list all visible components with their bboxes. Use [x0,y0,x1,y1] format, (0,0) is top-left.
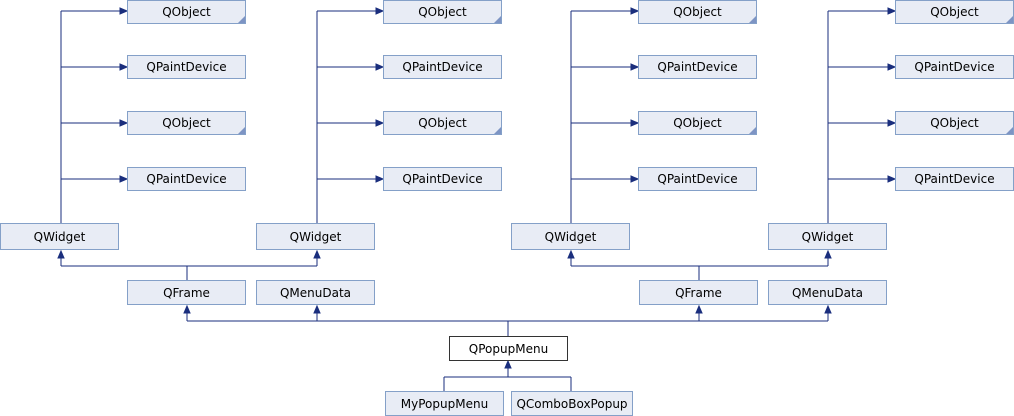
node-corner [238,127,245,134]
class-node-qframe[interactable]: QFrame [639,280,758,305]
edge-arrowhead [504,359,512,369]
node-label: QObject [930,116,979,130]
edge-arrowhead [630,175,640,183]
edge-arrowhead [313,304,321,314]
class-node-qobject[interactable]: QObject [383,0,502,24]
node-corner [1006,127,1013,134]
node-label: MyPopupMenu [400,396,489,411]
node-label: QMenuData [791,285,864,300]
edge-arrowhead [887,63,897,71]
node-label: QObject [418,5,467,19]
edge-arrowhead [119,63,129,71]
edge-arrowhead [375,7,385,15]
node-corner [749,16,756,23]
class-node-qwidget[interactable]: QWidget [256,223,375,250]
node-corner [1006,16,1013,23]
class-node-qpaintdevice[interactable]: QPaintDevice [638,55,757,79]
class-node-qobject[interactable]: QObject [127,111,246,135]
node-label: QWidget [544,229,597,244]
edge-arrowhead [313,249,321,259]
node-label: QPaintDevice [914,172,995,186]
node-label: QPopupMenu [468,341,549,356]
node-label: QObject [930,5,979,19]
edge-arrowhead [119,175,129,183]
edge-arrowhead [183,304,191,314]
edge-arrowhead [887,175,897,183]
class-node-qobject[interactable]: QObject [127,0,246,24]
node-label: QPaintDevice [402,172,483,186]
edge-arrowhead [887,119,897,127]
edge-arrowhead [824,249,832,259]
node-label: QObject [673,5,722,19]
class-node-qmenudata[interactable]: QMenuData [768,280,887,305]
node-label: QWidget [33,229,86,244]
node-label: QPaintDevice [657,172,738,186]
node-label: QPaintDevice [402,60,483,74]
class-node-qpopupmenu: QPopupMenu [449,336,568,361]
edge-arrowhead [119,119,129,127]
node-label: QObject [162,5,211,19]
node-label: QPaintDevice [914,60,995,74]
class-node-qpaintdevice[interactable]: QPaintDevice [638,167,757,191]
class-node-qmenudata[interactable]: QMenuData [256,280,375,305]
node-label: QPaintDevice [146,60,227,74]
node-label: QPaintDevice [657,60,738,74]
edge-arrowhead [630,63,640,71]
edge-arrowhead [375,175,385,183]
edge-arrowhead [119,7,129,15]
node-label: QComboBoxPopup [516,396,628,411]
class-node-qwidget[interactable]: QWidget [768,223,887,250]
class-node-qwidget[interactable]: QWidget [0,223,119,250]
node-corner [494,127,501,134]
edge-arrowhead [375,63,385,71]
edge-arrowhead [375,119,385,127]
class-node-qobject[interactable]: QObject [638,111,757,135]
class-node-qpaintdevice[interactable]: QPaintDevice [383,167,502,191]
node-corner [749,127,756,134]
node-label: QObject [673,116,722,130]
class-node-qpaintdevice[interactable]: QPaintDevice [895,55,1014,79]
edge-arrowhead [630,119,640,127]
edge-arrowhead [887,7,897,15]
class-node-qobject[interactable]: QObject [383,111,502,135]
node-label: QPaintDevice [146,172,227,186]
class-node-qpaintdevice[interactable]: QPaintDevice [383,55,502,79]
class-node-qwidget[interactable]: QWidget [511,223,630,250]
edge-arrowhead [824,304,832,314]
node-corner [494,16,501,23]
node-label: QObject [162,116,211,130]
edge-arrowhead [57,249,65,259]
class-node-qpaintdevice[interactable]: QPaintDevice [895,167,1014,191]
edge-arrowhead [567,249,575,259]
class-node-qobject[interactable]: QObject [895,0,1014,24]
class-node-qobject[interactable]: QObject [638,0,757,24]
class-node-qpaintdevice[interactable]: QPaintDevice [127,55,246,79]
class-node-qframe[interactable]: QFrame [127,280,246,305]
node-label: QMenuData [279,285,352,300]
node-label: QWidget [801,229,854,244]
class-node-mypopupmenu[interactable]: MyPopupMenu [385,391,504,416]
class-node-qobject[interactable]: QObject [895,111,1014,135]
node-label: QFrame [675,285,722,300]
class-node-qpaintdevice[interactable]: QPaintDevice [127,167,246,191]
node-label: QObject [418,116,467,130]
node-label: QWidget [289,229,342,244]
edge-arrowhead [695,304,703,314]
edge-arrowhead [630,7,640,15]
class-node-qcomboboxpopup[interactable]: QComboBoxPopup [511,391,633,416]
node-label: QFrame [163,285,210,300]
node-corner [238,16,245,23]
